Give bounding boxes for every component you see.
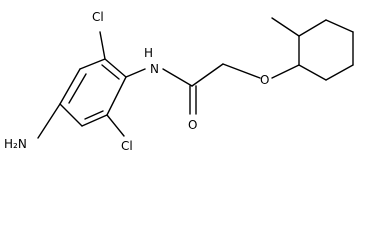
bond-c2-cl	[99, 31, 106, 60]
bond-ring-c1-c2-inner	[101, 64, 120, 80]
bond-c4-nh2	[37, 103, 61, 139]
bond-c1-n	[125, 68, 146, 78]
bond-methyl	[271, 17, 300, 37]
amine-label: H₂N	[4, 137, 27, 151]
cyclohexane-ring	[298, 19, 354, 81]
bond-cy-2-3	[298, 19, 327, 37]
bond-ring-c6-c1	[106, 76, 127, 116]
carbonyl-oxygen-label: O	[188, 118, 197, 132]
chlorine-bottom-label: Cl	[121, 139, 133, 153]
bond-cy-6-1	[298, 64, 327, 81]
bond-cy-5-6	[325, 64, 354, 81]
bond-ring-c5-c6-inner	[84, 110, 104, 120]
bond-cy-3-4	[325, 19, 354, 33]
bond-c6-cl	[106, 114, 125, 137]
bond-o-cyclohexyl	[271, 64, 300, 79]
bond-ring-c5-c6	[81, 114, 108, 127]
aromatic-ring	[59, 58, 127, 127]
bond-carbonyl-ch2	[191, 63, 224, 87]
ether-oxygen-label: O	[260, 73, 269, 87]
bond-ring-c3-c4-inner	[68, 73, 87, 104]
bond-ch2-o	[222, 63, 261, 79]
amide-nitrogen-label: N	[150, 62, 159, 76]
bond-ring-c3-c4	[59, 68, 81, 105]
bond-ring-c1-c2	[104, 58, 127, 78]
bond-n-carbonyl-c	[162, 68, 193, 87]
bond-ring-c2-c3	[79, 58, 106, 70]
bond-ring-c4-c5	[59, 103, 83, 127]
chemical-structure: Cl Cl N H H₂N O O	[4, 10, 354, 153]
amide-hydrogen-label: H	[144, 46, 153, 60]
chlorine-top-label: Cl	[92, 10, 104, 24]
